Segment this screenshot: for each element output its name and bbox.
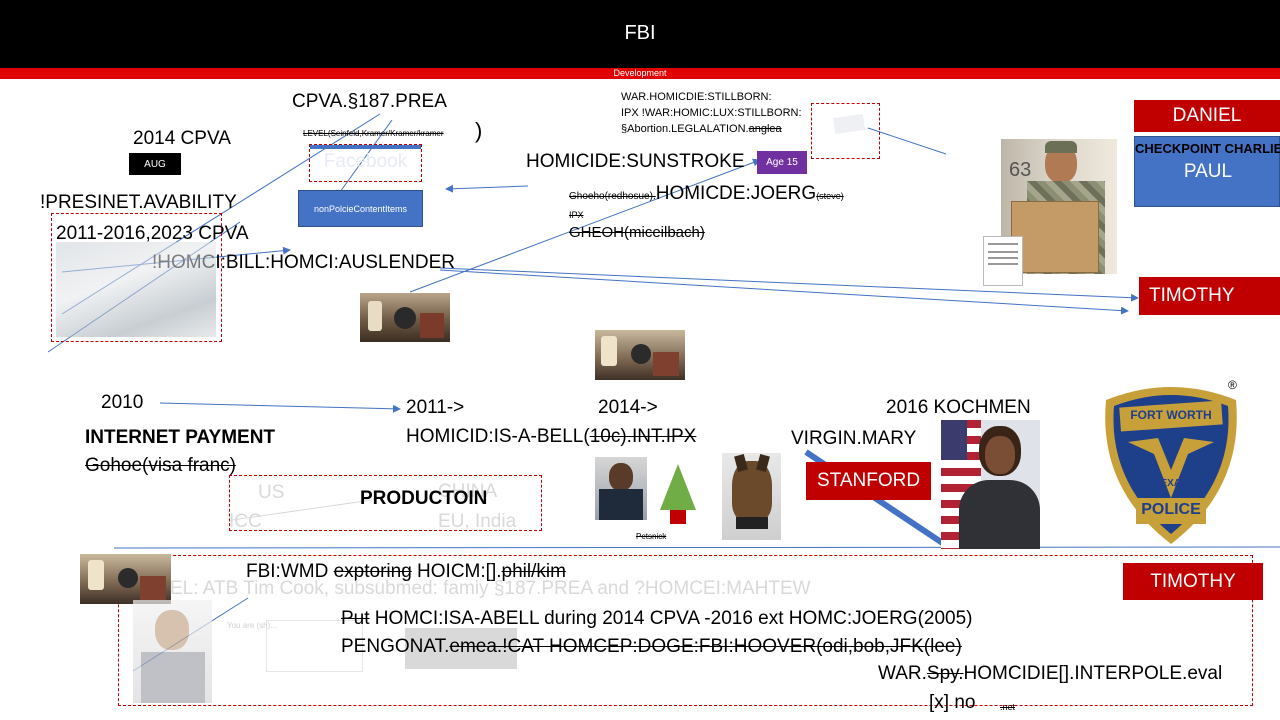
document-icon — [983, 236, 1023, 286]
police-badge: FORT WORTH TEXAS POLICE ® — [1098, 378, 1244, 546]
eu-india-text: EU, India — [438, 511, 517, 532]
presinet-text: !PRESINET.AVABILITY — [40, 192, 237, 213]
fbi-wmd-b: HOICM:[]. — [411, 561, 502, 582]
net-text: .net — [1000, 702, 1016, 712]
abortion-line: §Abortion.LEGLALATION.anglea — [621, 123, 782, 135]
steve-strike: (steve) — [816, 191, 844, 201]
aug-badge: AUG — [129, 153, 181, 175]
faded-dialog-text: You are (sh)... — [227, 621, 277, 630]
put-strike: Put — [341, 608, 370, 629]
put-line: Put HOMCI:ISA-ABELL during 2014 CPVA -20… — [341, 608, 973, 630]
image-placeholder — [833, 113, 865, 135]
arrow-line — [159, 402, 401, 413]
ipx-strike: IPX — [569, 210, 584, 220]
timothy-label-1: TIMOTHY — [1139, 277, 1280, 315]
header-bar: FBI — [0, 0, 1280, 69]
office-photo-3 — [80, 554, 171, 604]
cpva-years-text: 2011-2016,2023 CPVA — [56, 223, 249, 244]
arrow-line — [445, 184, 529, 193]
officer-photo — [595, 457, 647, 520]
abortion-strike: anglea — [748, 123, 782, 135]
faded-line: EL: ATB Tim Cook, subsubmed: famiy §187.… — [170, 578, 811, 599]
portrait-photo — [941, 420, 1040, 549]
age-badge: Age 15 — [757, 151, 807, 174]
cpva-187-text: CPVA.§187.PREA — [292, 91, 447, 112]
police-bottom-text: POLICE — [1141, 501, 1201, 518]
paul-label: PAUL — [1183, 161, 1233, 182]
screenshot-image — [56, 242, 216, 337]
virgin-mary-text: VIRGIN.MARY — [791, 428, 917, 449]
xno-text: [x] no — [929, 692, 976, 713]
divider-line — [113, 546, 1280, 549]
china-text: CHINA — [438, 481, 498, 502]
abortion-main: §Abortion.LEGLALATION. — [621, 123, 749, 135]
faded-portrait — [133, 600, 212, 703]
put-rest: HOMCI:ISA-ABELL during 2014 CPVA -2016 e… — [369, 608, 973, 629]
office-photo-2 — [595, 330, 685, 380]
homicid-bell: HOMICID:IS-A-BELL( — [406, 426, 590, 447]
fbi-wmd-line: FBI:WMD exptoring HOICM:[].phil/kim — [246, 561, 566, 583]
year-2011: 2011-> — [406, 397, 465, 418]
registered-mark: ® — [1228, 378, 1237, 392]
pengonat-line: PENGONAT.emea.!CAT HOMCEP:DOGE:FBI:HOOVE… — [341, 636, 962, 658]
war-homicide-line-1: WAR.HOMICDIE:STILLBORN: — [621, 91, 772, 103]
production-box — [229, 475, 542, 531]
facebook-label: Facebook — [323, 151, 408, 172]
dog-photo — [722, 453, 781, 540]
police-top-text: FORT WORTH — [1130, 408, 1212, 422]
checkpoint-box: CHECKPOINT CHARLIE PAUL — [1134, 136, 1280, 207]
fbi-wmd-strike-1: exptoring — [333, 561, 412, 582]
facebook-box[interactable]: Facebook — [309, 144, 422, 182]
homci-bill-text: !HOMCI:BILL:HOMCI:AUSLENDER — [152, 252, 455, 273]
tree-icon — [658, 464, 698, 524]
subtitle-bar — [0, 68, 1280, 79]
war-homicide-line-2: IPX !WAR:HOMIC:LUX:STILLBORN: — [621, 107, 802, 119]
page-title: FBI — [624, 22, 656, 44]
productoin-text: PRODUCTOIN — [360, 488, 488, 509]
war-strike: Spy. — [926, 663, 964, 684]
image-box — [811, 103, 880, 159]
office-photo — [360, 293, 450, 342]
homicde-joerg-line: Ghoeho(redhosue).HOMICDE:JOERG(steve) — [569, 183, 844, 205]
war-line: WAR.Spy.HOMCIDIE[].INTERPOLE.eval — [878, 663, 1222, 685]
fbi-wmd-strike-2: phil/kim — [501, 561, 566, 582]
cpva-2014-text: 2014 CPVA — [133, 128, 231, 149]
level-text: LEVEL(Seinfeld,Kramer/Kramer/kramer — [303, 129, 444, 138]
sign-number: 63 — [1009, 159, 1032, 181]
timothy-label-2: TIMOTHY — [1123, 563, 1263, 600]
screenshot-box — [51, 213, 222, 342]
petsnick-label: Petsnick — [636, 532, 667, 541]
police-mid-text: TEXAS — [1154, 478, 1188, 489]
nonpolicie-button[interactable]: nonPolcieContentItems — [298, 190, 423, 227]
gheoh-strike: GHEOH(miceilbach) — [569, 224, 705, 241]
pengonat-a: PENGONAT. — [341, 636, 450, 657]
homicide-sunstroke-text: HOMICIDE:SUNSTROKE — [526, 151, 745, 172]
checkpoint-label: CHECKPOINT CHARLIE — [1135, 141, 1280, 156]
icc-text: ICC — [229, 511, 262, 532]
fbi-wmd-a: FBI:WMD — [246, 561, 334, 582]
internet-payment-text: INTERNET PAYMENT — [85, 427, 276, 448]
pengonat-strike: emea.!CAT HOMCEP:DOGE:FBI:HOOVER(odi,bob… — [449, 636, 962, 657]
faded-block — [405, 628, 517, 669]
subtitle-label: Development — [613, 68, 667, 78]
year-2010: 2010 — [101, 392, 144, 413]
stanford-label: STANFORD — [806, 462, 931, 500]
homicid-bell-line: HOMICID:IS-A-BELL(10c).INT.IPX — [406, 426, 696, 448]
faded-dialog: You are (sh)... — [227, 620, 363, 672]
kochmen-text: 2016 KOCHMEN — [886, 397, 1031, 418]
ghoeho-strike: Ghoeho(redhosue). — [569, 191, 656, 202]
bell-strike: 10c).INT.IPX — [589, 426, 697, 447]
level-paren: ) — [475, 118, 483, 143]
gohoe-strike: Gohoe(visa franc) — [85, 455, 237, 476]
war-b: HOMCIDIE[].INTERPOLE.eval — [963, 663, 1223, 684]
year-2014: 2014-> — [598, 397, 658, 418]
arrow-line — [439, 269, 1129, 315]
daniel-label: DANIEL — [1134, 100, 1280, 132]
bottom-box — [118, 555, 1253, 706]
us-text: US — [258, 482, 285, 503]
homicde-joerg: HOMICDE:JOERG — [655, 183, 817, 204]
war-a: WAR. — [878, 663, 927, 684]
